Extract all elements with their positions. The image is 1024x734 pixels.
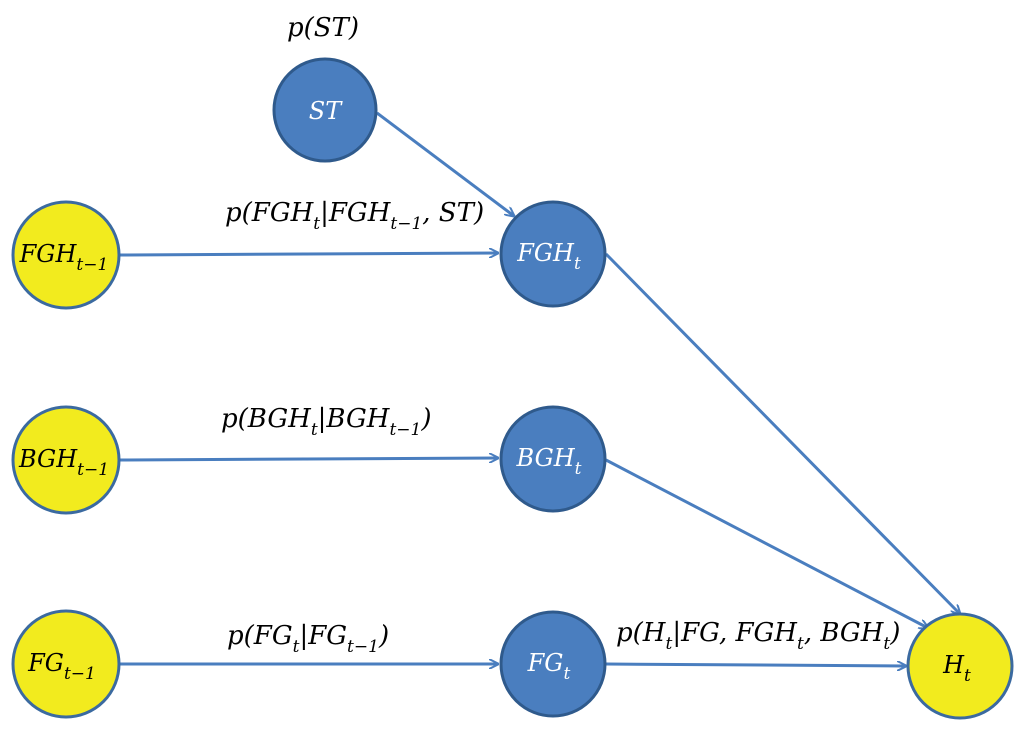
node-bgh-tm1-base: BGH [18, 445, 78, 473]
svg-text:ST: ST [309, 97, 343, 125]
node-fgh-tm1-sub: t−1 [76, 255, 108, 275]
svg-text:Ht: Ht [942, 651, 971, 686]
label-p-fgh: p(FGHt|FGHt−1, ST) [225, 198, 484, 234]
node-fgh-t-sub: t [574, 254, 581, 274]
edge-fgh-t-to-h-t [604, 252, 960, 614]
edges [119, 111, 960, 666]
node-fg-t-sub: t [563, 664, 570, 684]
node-h-t: Ht [906, 612, 1014, 720]
node-h-t-sub: t [964, 666, 971, 686]
label-p-h: p(Ht|FG, FGHt, BGHt) [616, 618, 900, 654]
label-p-fg: p(FGt|FGt−1) [227, 621, 389, 657]
node-fgh-t-base: FGH [516, 239, 575, 267]
node-st: ST [272, 57, 378, 163]
svg-text:FGHt: FGHt [516, 239, 581, 274]
edge-st-to-fgh-t [376, 111, 514, 216]
node-h-t-base: H [942, 651, 965, 679]
node-fg-tm1: FGt−1 [11, 609, 121, 719]
node-bgh-tm1-sub: t−1 [77, 460, 109, 480]
node-fg-tm1-base: FG [27, 649, 64, 677]
svg-text:FGHt−1: FGHt−1 [19, 240, 109, 275]
node-fg-t-base: FG [527, 649, 564, 677]
edge-fg-t-to-h-t [605, 664, 906, 666]
label-p-bgh: p(BGHt|BGHt−1) [221, 404, 432, 440]
node-bgh-t-sub: t [575, 459, 582, 479]
node-fg-tm1-sub: t−1 [64, 664, 96, 684]
node-bgh-t-base: BGH [515, 444, 575, 472]
edge-bgh-tm1-to-bgh-t [119, 458, 498, 460]
node-bgh-t: BGHt [499, 405, 607, 513]
svg-text:BGHt−1: BGHt−1 [18, 445, 109, 480]
node-fgh-tm1: FGHt−1 [11, 200, 121, 310]
svg-text:FGt−1: FGt−1 [27, 649, 96, 684]
node-bgh-tm1: BGHt−1 [11, 405, 121, 515]
node-fgh-t: FGHt [499, 200, 607, 308]
node-fg-t: FGt [499, 610, 607, 718]
edge-fgh-tm1-to-fgh-t [119, 253, 498, 255]
svg-text:FGt: FGt [527, 649, 571, 684]
node-fgh-tm1-base: FGH [19, 240, 78, 268]
svg-text:BGHt: BGHt [515, 444, 581, 479]
node-st-label: ST [309, 97, 343, 125]
label-p-st: p(ST) [287, 13, 359, 43]
edge-bgh-t-to-h-t [605, 458, 928, 628]
